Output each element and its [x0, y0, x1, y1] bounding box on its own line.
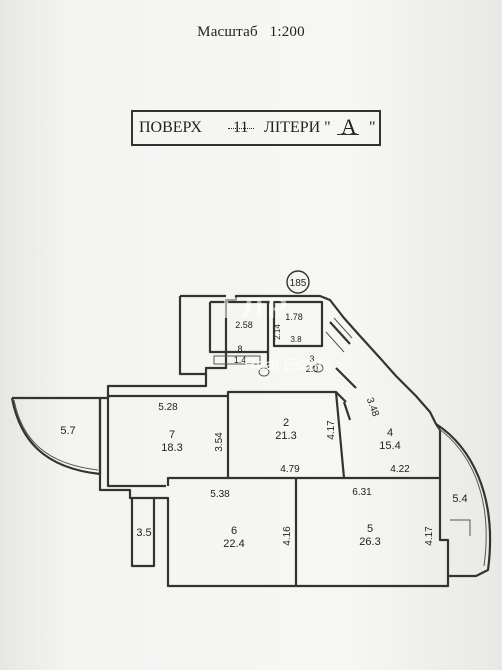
dim-3-54: 3.54 — [214, 432, 225, 452]
room-area-8: 1.4 — [234, 355, 247, 365]
outer-wall — [12, 396, 450, 588]
room-area-3: 2.9 — [306, 364, 319, 374]
plan-marker: 185 — [290, 278, 307, 289]
room-number-3: 3 — [309, 354, 314, 364]
floor-word: ПОВЕРХ — [139, 119, 202, 136]
dim-2-58: 2.58 — [235, 320, 253, 330]
dim-4-16: 4.16 — [282, 526, 293, 546]
watermark-logo: ГЛР — [222, 292, 292, 325]
dim-3-8: 3.8 — [290, 335, 302, 344]
litera-underline — [337, 134, 359, 135]
dim-4-79: 4.79 — [280, 464, 300, 475]
room-area-4: 15.4 — [379, 440, 400, 452]
dim-5-38: 5.38 — [210, 489, 230, 500]
core-walls — [208, 300, 357, 389]
scale-line: Масштаб 1:200 — [0, 24, 502, 41]
room-number-2: 2 — [283, 417, 289, 429]
floor-label-box: ПОВЕРХ 11 ЛІТЕРИ " А " — [131, 110, 381, 146]
balcony-right-area: 5.4 — [452, 493, 467, 505]
room-area-5: 26.3 — [359, 536, 380, 548]
litera-value: А — [341, 114, 357, 139]
scale-label: Масштаб — [197, 24, 258, 40]
floor-number: 11 — [233, 119, 249, 136]
scale-value: 1:200 — [269, 24, 305, 40]
balcony-bottom-left-area: 3.5 — [136, 527, 151, 539]
room-area-7: 18.3 — [161, 442, 182, 454]
dim-2-14: 2.14 — [273, 324, 282, 340]
room-area-6: 22.4 — [223, 538, 244, 550]
litera-word: ЛІТЕРИ " — [264, 119, 331, 136]
room-number-6: 6 — [231, 525, 237, 537]
room-number-5: 5 — [367, 523, 373, 535]
room-number-8: 8 — [237, 344, 242, 354]
room-area-2: 21.3 — [275, 430, 296, 442]
litera-close: " — [369, 119, 376, 136]
dim-1-78: 1.78 — [285, 312, 303, 322]
dim-4-17a: 4.17 — [326, 420, 337, 440]
floor-number-underline — [228, 128, 254, 129]
dim-6-31: 6.31 — [352, 487, 372, 498]
dim-3-48: 3.48 — [364, 396, 381, 418]
balcony-bottom-left — [130, 498, 156, 568]
balcony-left-area: 5.7 — [60, 425, 75, 437]
balcony-right — [435, 423, 492, 578]
dim-4-17b: 4.17 — [424, 526, 435, 546]
watermark-brand: Real Estate — [244, 355, 332, 374]
dim-4-22: 4.22 — [390, 464, 410, 475]
dim-5-28: 5.28 — [158, 402, 178, 413]
stair-block — [178, 294, 226, 376]
outer-wall-upper — [100, 294, 437, 425]
inner-walls — [106, 390, 440, 586]
room-number-4: 4 — [387, 427, 393, 439]
balcony-left — [10, 397, 102, 476]
room-number-7: 7 — [169, 429, 175, 441]
